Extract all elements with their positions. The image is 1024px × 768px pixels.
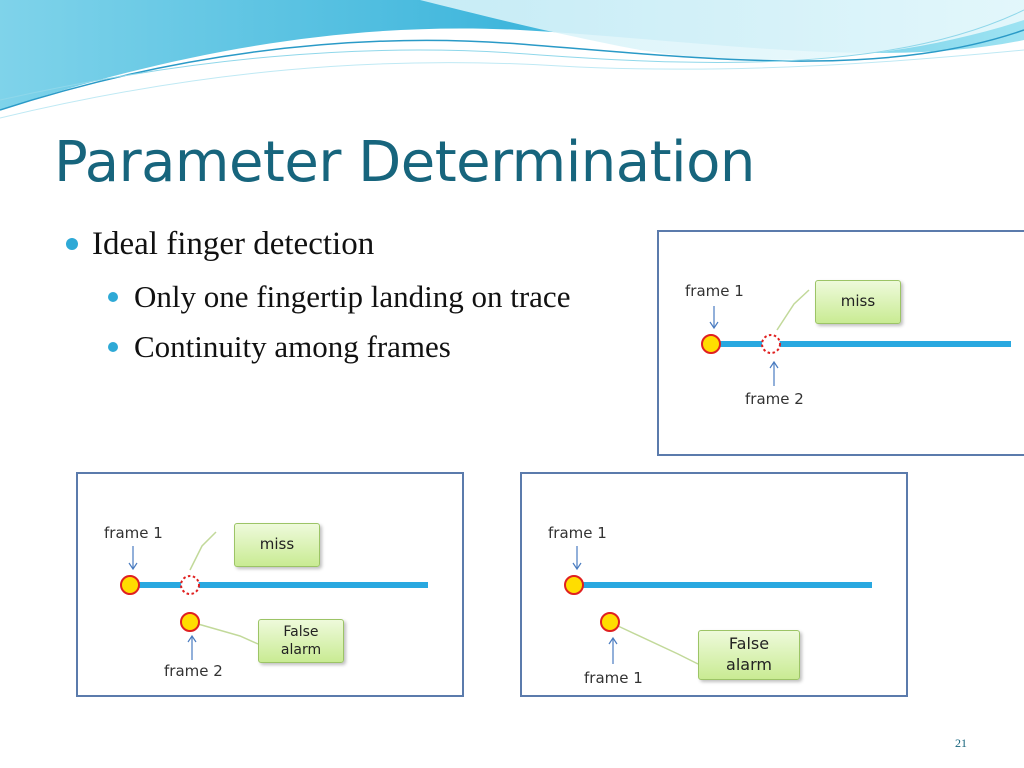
callout-false-alarm: False alarm bbox=[258, 619, 344, 663]
arrow-down-head bbox=[572, 562, 582, 571]
fingertip-frame1 bbox=[701, 334, 721, 354]
page-number: 21 bbox=[955, 736, 967, 750]
bullet-dot-icon bbox=[108, 342, 118, 352]
false-alarm-fingertip bbox=[180, 612, 200, 632]
diagram-canvas bbox=[120, 531, 428, 660]
diagram-panel-bottom-right: frame 1 frame 1 False alarm bbox=[520, 472, 908, 697]
diagram-canvas bbox=[701, 289, 1011, 386]
bullet-text: Continuity among frames bbox=[134, 329, 451, 364]
arrow-up-head bbox=[187, 634, 197, 643]
callout-connector bbox=[197, 623, 259, 645]
frame-label: frame 2 bbox=[164, 662, 223, 680]
missed-fingertip-frame2 bbox=[761, 334, 781, 354]
frame-label: frame 2 bbox=[745, 390, 804, 408]
frame-label: frame 1 bbox=[548, 524, 607, 542]
callout-connector bbox=[776, 289, 810, 331]
arrow-down-head bbox=[128, 562, 138, 571]
bullet-text: Ideal finger detection bbox=[92, 226, 375, 262]
bullet-level1: Ideal finger detection bbox=[62, 222, 570, 274]
slide-title: Parameter Determination bbox=[54, 130, 755, 195]
callout-miss: miss bbox=[815, 280, 901, 324]
arrow-up-head bbox=[608, 636, 618, 645]
diagram-panel-top-right: frame 1 frame 2 miss bbox=[657, 230, 1024, 456]
bullet-dot-icon bbox=[108, 292, 118, 302]
arrow-up-head bbox=[769, 360, 779, 369]
bullet-list: Ideal finger detection Only one fingerti… bbox=[62, 222, 570, 374]
bullet-dot-icon bbox=[66, 238, 78, 250]
callout-false-alarm: False alarm bbox=[698, 630, 800, 680]
bullet-level2: Only one fingertip landing on trace bbox=[62, 274, 570, 324]
false-alarm-fingertip bbox=[600, 612, 620, 632]
fingertip-frame1 bbox=[564, 575, 584, 595]
frame-label: frame 1 bbox=[584, 669, 643, 687]
diagram-panel-bottom-left: frame 1 frame 2 miss False alarm bbox=[76, 472, 464, 697]
diagram-canvas bbox=[564, 546, 872, 665]
missed-fingertip-frame2 bbox=[180, 575, 200, 595]
callout-connector bbox=[189, 531, 217, 571]
arrow-down-head bbox=[709, 321, 719, 330]
callout-miss: miss bbox=[234, 523, 320, 567]
header-wave-decoration bbox=[0, 0, 1024, 119]
bullet-level2: Continuity among frames bbox=[62, 324, 570, 374]
fingertip-frame1 bbox=[120, 575, 140, 595]
bullet-text: Only one fingertip landing on trace bbox=[134, 279, 571, 314]
callout-connector bbox=[617, 625, 699, 665]
frame-label: frame 1 bbox=[685, 282, 744, 300]
frame-label: frame 1 bbox=[104, 524, 163, 542]
